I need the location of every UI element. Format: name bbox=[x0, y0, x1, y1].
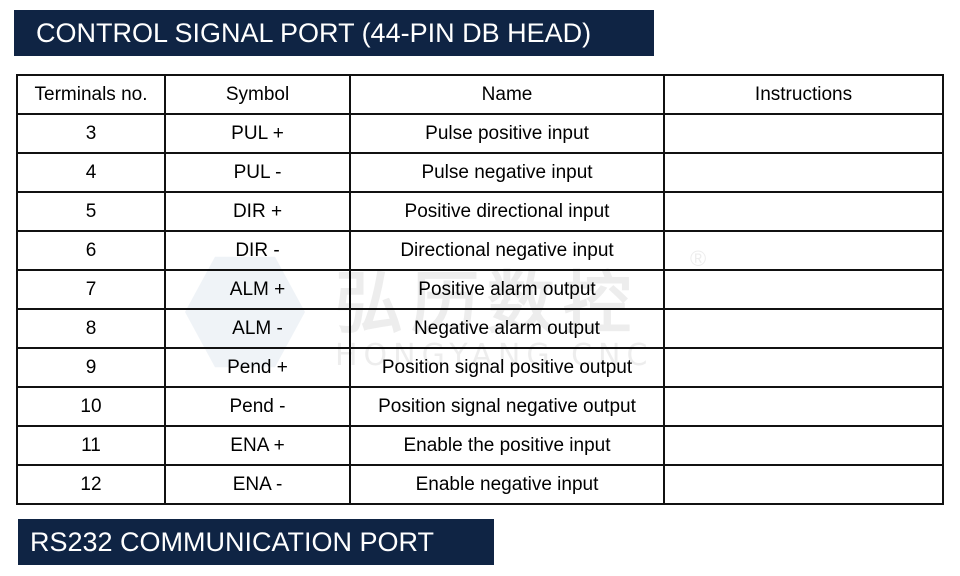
terminal-number-cell: 10 bbox=[16, 386, 166, 427]
symbol-cell: DIR - bbox=[164, 230, 351, 271]
symbol-cell: Pend - bbox=[164, 386, 351, 427]
name-cell: Positive alarm output bbox=[349, 269, 665, 310]
rs232-port-banner: RS232 COMMUNICATION PORT bbox=[18, 519, 494, 565]
symbol-cell: PUL - bbox=[164, 152, 351, 193]
control-signal-port-banner: CONTROL SIGNAL PORT (44-PIN DB HEAD) bbox=[14, 10, 654, 56]
symbol-cell: DIR + bbox=[164, 191, 351, 232]
terminal-number-cell: 4 bbox=[16, 152, 166, 193]
instructions-cell bbox=[663, 230, 944, 271]
port-table: Terminals no. Symbol Name Instructions 3… bbox=[16, 74, 944, 505]
terminal-number-cell: 8 bbox=[16, 308, 166, 349]
name-cell: Pulse negative input bbox=[349, 152, 665, 193]
terminal-number-cell: 5 bbox=[16, 191, 166, 232]
instructions-cell bbox=[663, 191, 944, 232]
symbol-cell: ENA + bbox=[164, 425, 351, 466]
instructions-cell bbox=[663, 269, 944, 310]
symbol-cell: ENA - bbox=[164, 464, 351, 505]
column-header-terminals: Terminals no. bbox=[16, 74, 166, 115]
instructions-cell bbox=[663, 425, 944, 466]
instructions-cell bbox=[663, 113, 944, 154]
symbol-cell: Pend + bbox=[164, 347, 351, 388]
column-header-symbol: Symbol bbox=[164, 74, 351, 115]
instructions-cell bbox=[663, 464, 944, 505]
name-cell: Enable negative input bbox=[349, 464, 665, 505]
terminal-number-cell: 11 bbox=[16, 425, 166, 466]
name-cell: Enable the positive input bbox=[349, 425, 665, 466]
instructions-cell bbox=[663, 386, 944, 427]
instructions-cell bbox=[663, 152, 944, 193]
symbol-cell: ALM + bbox=[164, 269, 351, 310]
symbol-cell: ALM - bbox=[164, 308, 351, 349]
symbol-cell: PUL + bbox=[164, 113, 351, 154]
name-cell: Positive directional input bbox=[349, 191, 665, 232]
terminal-number-cell: 6 bbox=[16, 230, 166, 271]
name-cell: Pulse positive input bbox=[349, 113, 665, 154]
instructions-cell bbox=[663, 347, 944, 388]
rs232-port-title: RS232 COMMUNICATION PORT bbox=[30, 526, 435, 557]
instructions-cell bbox=[663, 308, 944, 349]
table-header-row: Terminals no. Symbol Name Instructions bbox=[16, 74, 944, 115]
terminal-number-cell: 9 bbox=[16, 347, 166, 388]
name-cell: Negative alarm output bbox=[349, 308, 665, 349]
control-signal-port-title: CONTROL SIGNAL PORT (44-PIN DB HEAD) bbox=[36, 17, 592, 48]
name-cell: Position signal negative output bbox=[349, 386, 665, 427]
terminal-number-cell: 3 bbox=[16, 113, 166, 154]
column-header-name: Name bbox=[349, 74, 665, 115]
column-header-instructions: Instructions bbox=[663, 74, 944, 115]
terminal-number-cell: 7 bbox=[16, 269, 166, 310]
terminal-number-cell: 12 bbox=[16, 464, 166, 505]
name-cell: Position signal positive output bbox=[349, 347, 665, 388]
name-cell: Directional negative input bbox=[349, 230, 665, 271]
